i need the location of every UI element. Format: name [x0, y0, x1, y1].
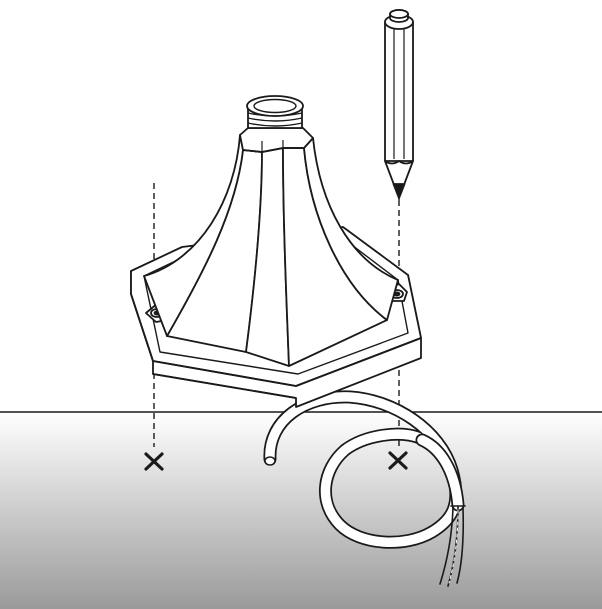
mount-hole-mark-left [144, 452, 164, 471]
pencil [384, 9, 414, 206]
cable-cut-end [264, 456, 276, 466]
threaded-neck [246, 95, 304, 129]
x-marks [144, 451, 408, 471]
lamp-base [130, 95, 422, 408]
cable [263, 390, 466, 587]
mounting-surface [0, 411, 602, 609]
mount-hole-mark-right [388, 451, 408, 470]
